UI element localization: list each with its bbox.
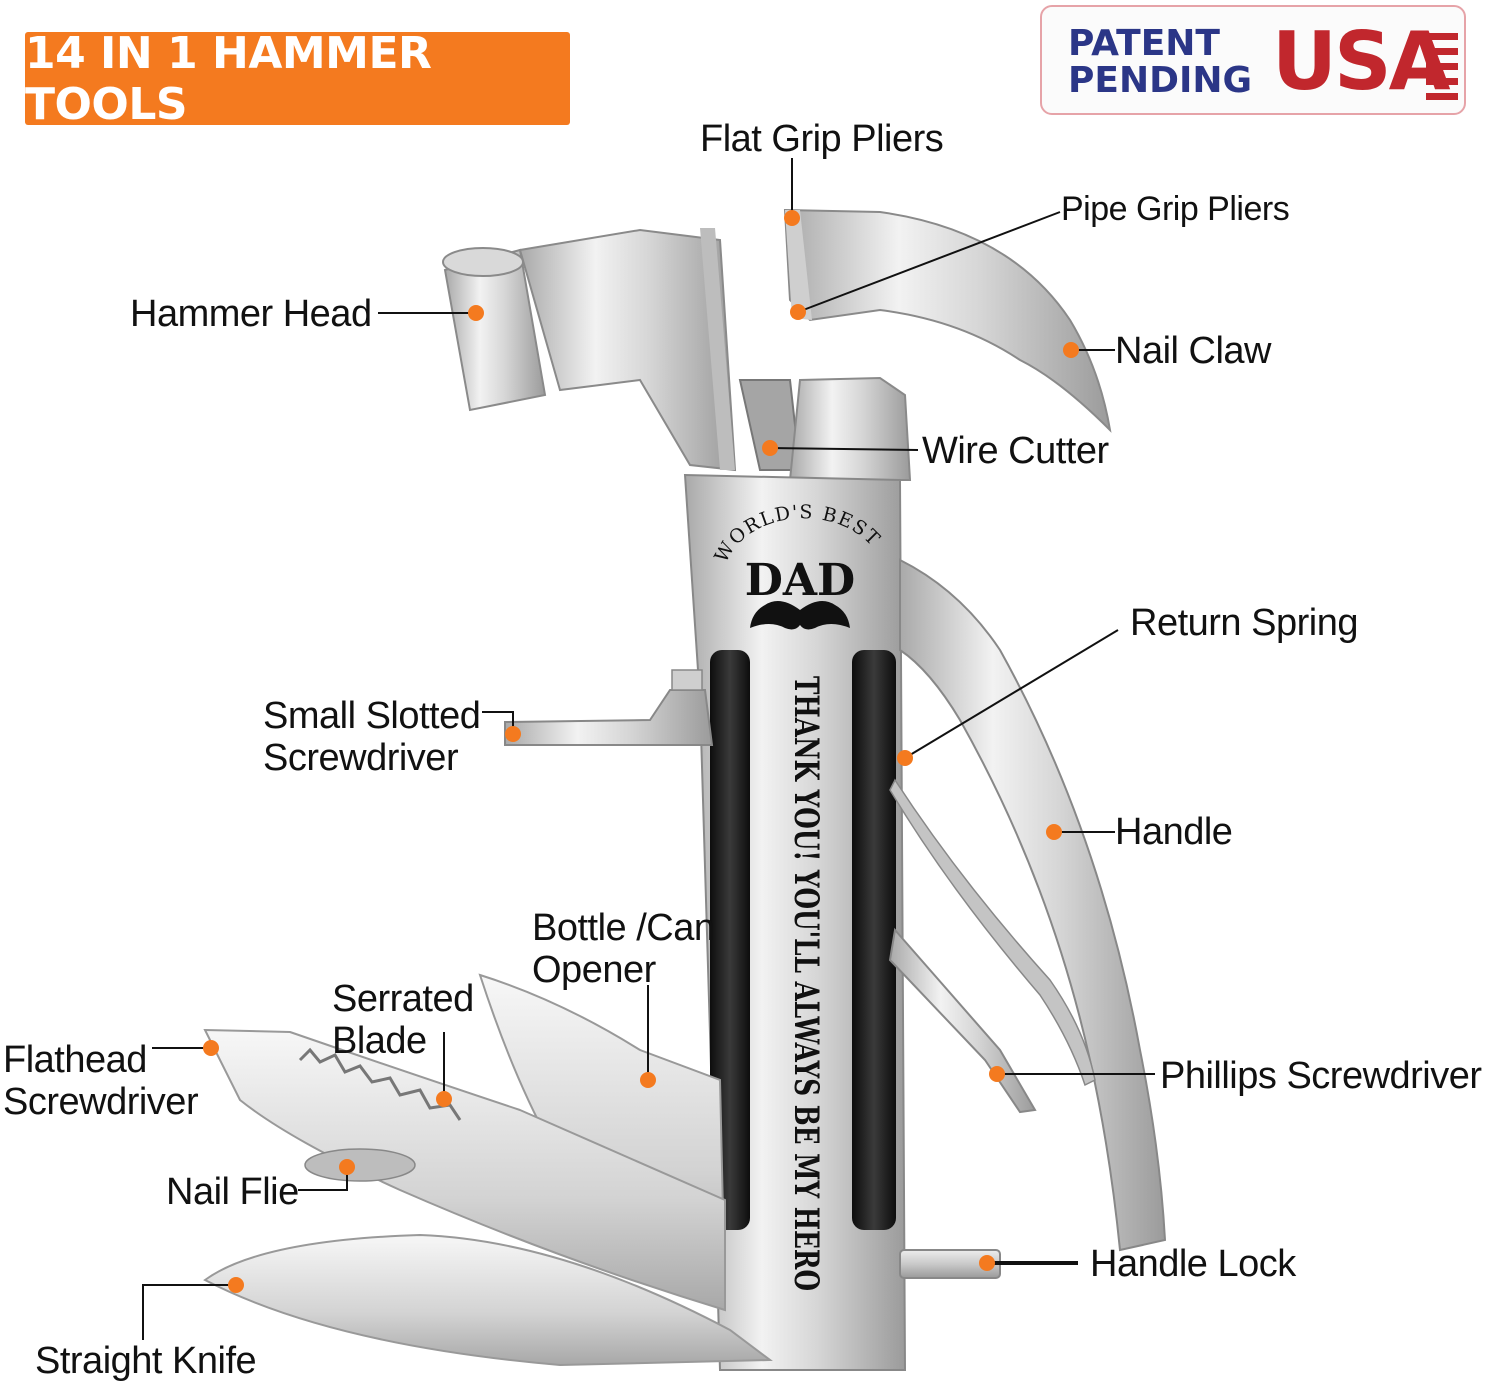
flag-stripes-icon	[1426, 33, 1458, 108]
dot-hammer-head	[468, 305, 484, 321]
dot-flat-grip-pliers	[784, 210, 800, 226]
dot-return-spring	[897, 750, 913, 766]
label-flathead-line2: Screwdriver	[3, 1081, 199, 1123]
dot-wire-cutter	[762, 440, 778, 456]
label-pipe-grip-pliers: Pipe Grip Pliers	[1061, 190, 1290, 228]
dot-serrated-blade	[436, 1091, 452, 1107]
patent-text: PATENT PENDING	[1068, 25, 1252, 99]
label-handle-lock: Handle Lock	[1090, 1243, 1296, 1285]
dot-small-slotted-screwdriver	[505, 726, 521, 742]
engraving-name: DAD	[745, 555, 855, 606]
dot-nail-claw	[1063, 342, 1079, 358]
label-serrated-blade-line2: Blade	[332, 1020, 427, 1062]
hammer-head-part	[442, 228, 737, 472]
label-flathead-line1: Flathead	[3, 1039, 147, 1081]
tool-body	[683, 473, 907, 1371]
label-wire-cutter: Wire Cutter	[922, 430, 1109, 472]
patent-line2: PENDING	[1068, 60, 1253, 101]
dot-phillips-screwdriver	[989, 1066, 1005, 1082]
label-hammer-head: Hammer Head	[130, 293, 372, 335]
label-handle: Handle	[1115, 811, 1233, 853]
title-badge: 14 IN 1 HAMMER TOOLS	[25, 28, 570, 130]
dot-flathead-screwdriver	[203, 1040, 219, 1056]
label-phillips-screwdriver: Phillips Screwdriver	[1160, 1055, 1482, 1097]
label-straight-knife: Straight Knife	[35, 1340, 257, 1382]
nail-claw-part	[783, 208, 1112, 433]
mustache-icon	[750, 601, 850, 630]
label-small-slotted-line1: Small Slotted	[263, 695, 481, 737]
return-spring-part	[889, 778, 1096, 1087]
label-nail-file: Nail Flie	[166, 1171, 299, 1213]
dot-straight-knife	[228, 1277, 244, 1293]
label-bottle-opener-line2: Opener	[532, 949, 656, 991]
label-small-slotted-line2: Screwdriver	[263, 737, 459, 779]
engraving-message: THANK YOU! YOU'LL ALWAYS BE MY HERO	[786, 676, 826, 1291]
label-serrated-blade-line1: Serrated	[332, 978, 474, 1020]
patent-pending-badge: PATENT PENDING USA	[1040, 5, 1466, 115]
handle-part	[899, 558, 1167, 1252]
label-return-spring: Return Spring	[1130, 602, 1358, 644]
dot-bottle-opener	[640, 1072, 656, 1088]
label-nail-claw: Nail Claw	[1115, 330, 1271, 372]
dot-handle-lock	[979, 1255, 995, 1271]
dot-handle	[1046, 824, 1062, 840]
patent-line1: PATENT	[1068, 23, 1220, 64]
dot-nail-file	[339, 1159, 355, 1175]
label-flat-grip-pliers: Flat Grip Pliers	[700, 118, 944, 160]
dot-pipe-grip-pliers	[790, 304, 806, 320]
page-title: 14 IN 1 HAMMER TOOLS	[25, 27, 432, 130]
label-bottle-opener-line1: Bottle /Can	[532, 907, 715, 949]
usa-text: USA	[1272, 15, 1450, 108]
